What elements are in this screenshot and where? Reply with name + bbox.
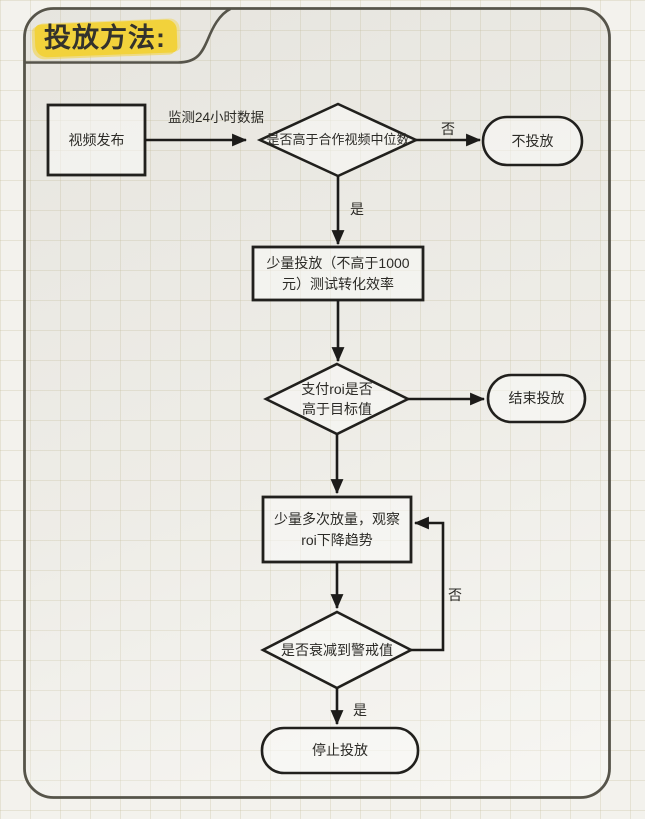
- scale-up-line-2: roi下降趋势: [301, 531, 373, 548]
- roi-check-line-1: 支付roi是否: [301, 380, 373, 397]
- edge-label-yes-mid: 是: [350, 201, 364, 217]
- no-deliver-terminator-label: 不投放: [511, 132, 554, 149]
- no-deliver-terminator-shape: [481, 115, 584, 167]
- small-test-node-label: 少量投放（不高于1000 元）测试转化效率: [248, 247, 428, 300]
- stop-deliver-terminator-shape: [260, 726, 420, 775]
- decay-check-diamond-label: 是否衰减到警戒值: [281, 641, 393, 658]
- check-median-diamond-label: 是否高于合作视频中位数: [266, 131, 410, 147]
- outer-frame-border: [23, 7, 611, 799]
- small-test-node-shape: [251, 245, 425, 302]
- roi-check-diamond-label: 支付roi是否 高于目标值: [266, 365, 408, 433]
- end-deliver-terminator-shape: [486, 373, 587, 424]
- page-title: 投放方法:: [44, 23, 166, 53]
- publish-node-label: 视频发布: [68, 131, 125, 148]
- edge-label-no-loop: 否: [448, 587, 462, 603]
- feedback-loop-arrow: [411, 516, 445, 652]
- scale-up-line-1: 少量多次放量，观察: [274, 511, 400, 528]
- publish-node-shape: [46, 103, 147, 177]
- edge-label-monitor-24h: 监测24小时数据: [168, 110, 265, 125]
- stop-deliver-terminator-label: 停止投放: [312, 742, 368, 759]
- roi-check-line-2: 高于目标值: [302, 401, 372, 417]
- small-test-line-1: 少量投放（不高于1000: [266, 255, 410, 272]
- scale-up-node-label: 少量多次放量，观察 roi下降趋势: [263, 498, 411, 561]
- small-test-line-2: 元）测试转化效率: [282, 275, 394, 292]
- edge-label-yes-bottom: 是: [353, 702, 367, 718]
- end-deliver-terminator-label: 结束投放: [508, 390, 565, 407]
- edge-label-no-top: 否: [441, 121, 455, 137]
- title-tab-divider: [24, 7, 232, 64]
- title-block: 投放方法:: [34, 16, 178, 58]
